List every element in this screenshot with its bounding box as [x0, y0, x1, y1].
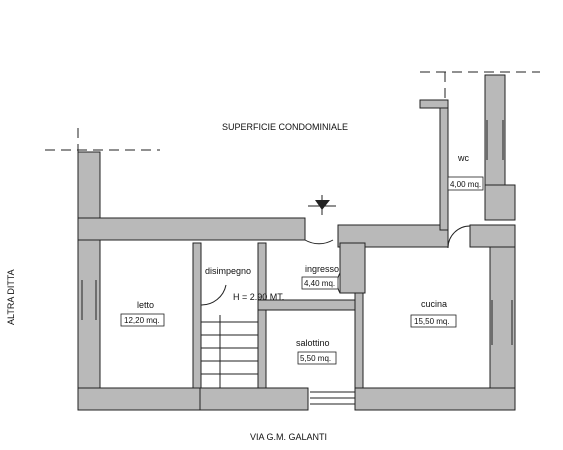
- windows: [81, 120, 513, 405]
- neighbor-label: ALTRA DITTA: [6, 269, 16, 325]
- room-name: wc: [457, 153, 469, 163]
- door-swings: [200, 225, 471, 306]
- entry-marker-icon: [308, 195, 336, 215]
- room-name: disimpegno: [205, 266, 251, 276]
- room-name: cucina: [421, 299, 447, 309]
- room-area: 4,00 mq.: [450, 180, 481, 189]
- room-area: 12,20 mq.: [124, 316, 160, 325]
- street-label: VIA G.M. GALANTI: [250, 432, 327, 442]
- room-cucina: cucina 15,50 mq.: [410, 299, 457, 328]
- room-disimpegno: disimpegno: [205, 266, 251, 276]
- walls: [77, 74, 516, 411]
- room-wc: wc 4,00 mq.: [447, 153, 484, 191]
- room-area: 4,40 mq.: [304, 279, 335, 288]
- room-ingresso: ingresso 4,40 mq.: [301, 264, 339, 290]
- room-name: ingresso: [305, 264, 339, 274]
- room-name: salottino: [296, 338, 330, 348]
- room-salottino: salottino 5,50 mq.: [296, 338, 337, 365]
- stairs: [201, 315, 258, 388]
- room-area: 15,50 mq.: [414, 317, 450, 326]
- room-name: letto: [137, 300, 154, 310]
- property-lines: [45, 71, 540, 152]
- ceiling-height-label: H = 2.90 MT.: [233, 292, 284, 302]
- room-area: 5,50 mq.: [300, 354, 331, 363]
- room-letto: letto 12,20 mq.: [120, 300, 165, 327]
- common-area-label: SUPERFICIE CONDOMINIALE: [222, 122, 348, 132]
